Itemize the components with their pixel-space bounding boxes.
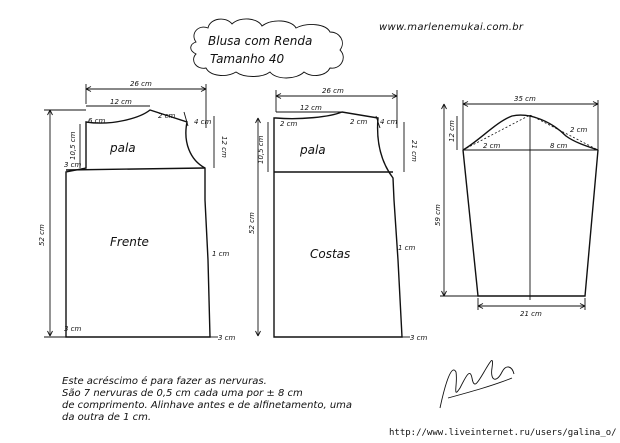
back-length-label: 52 cm (248, 212, 256, 234)
back-neck-width-label: 12 cm (300, 104, 322, 112)
back-outline (273, 111, 403, 338)
back-width-label: 26 cm (322, 87, 344, 95)
back-neck-depth-label: 2 cm (280, 120, 298, 128)
title-cloud (190, 18, 344, 79)
front-neck-depth-label: 6 cm (88, 117, 106, 125)
note-line-1: Este acréscimo é para fazer as nervuras. (62, 376, 267, 387)
front-side-ease-label: 1 cm (212, 250, 230, 258)
back-armhole-right-label: 4 cm (380, 118, 398, 126)
sleeve-pattern: 35 cm 2 cm 8 cm 2 cm 12 cm 59 cm 21 cm (434, 95, 599, 318)
signature (439, 360, 515, 409)
front-outline (65, 109, 211, 338)
sleeve-cap-inner-label: 2 cm (483, 142, 501, 150)
front-length-label: 52 cm (38, 224, 46, 246)
back-body-label: Costas (310, 247, 350, 261)
front-width-label: 26 cm (130, 80, 152, 88)
title-line1: Blusa com Renda (208, 34, 312, 48)
sleeve-cuff-label: 21 cm (520, 310, 542, 318)
front-armhole-right-label: 4 cm (194, 118, 212, 126)
sleeve-cap-right-label: 2 cm (570, 126, 588, 134)
note-line-2: São 7 nervuras de 0,5 cm cada uma por ± … (62, 388, 303, 399)
note-line-4: da outra de 1 cm. (62, 412, 152, 423)
front-yoke-side-label: 3 cm (64, 161, 82, 169)
sleeve-length-label: 59 cm (434, 204, 442, 226)
front-hem-right-label: 3 cm (218, 334, 236, 342)
sleeve-width-label: 35 cm (514, 95, 536, 103)
front-yoke-height-label: 10,5 cm (69, 131, 77, 160)
front-pattern: 26 cm 12 cm 6 cm 2 cm 4 cm 12 cm pala 10… (38, 80, 236, 342)
back-armhole-depth-label: 21 cm (410, 140, 418, 162)
back-yoke-height-label: 10,5 cm (257, 135, 265, 164)
pleat-instructions: Este acréscimo é para fazer as nervuras.… (62, 376, 402, 424)
back-side-ease-label: 1 cm (398, 244, 416, 252)
back-shoulder-drop-label: 2 cm (350, 118, 368, 126)
front-neck-width-label: 12 cm (110, 98, 132, 106)
title-line2: Tamanho 40 (210, 52, 284, 66)
note-line-3: de comprimento. Alinhave antes e de alfi… (62, 400, 353, 411)
source-credit: http://www.liveinternet.ru/users/galina_… (389, 428, 617, 438)
front-shoulder-drop-label: 2 cm (158, 112, 176, 120)
back-hem-right-label: 3 cm (410, 334, 428, 342)
front-hem-left-label: 3 cm (64, 325, 82, 333)
front-yoke-label: pala (109, 141, 136, 155)
website-url: www.marlenemukai.com.br (379, 22, 524, 33)
front-body-label: Frente (110, 235, 149, 249)
front-armhole-depth-label: 12 cm (220, 136, 228, 158)
sleeve-cap-left-label: 8 cm (550, 142, 568, 150)
back-yoke-label: pala (299, 143, 326, 157)
sleeve-cap (462, 114, 599, 151)
back-pattern: 26 cm 12 cm 2 cm 2 cm 4 cm 21 cm pala 10… (248, 87, 428, 342)
sleeve-cap-height-label: 12 cm (448, 120, 456, 142)
